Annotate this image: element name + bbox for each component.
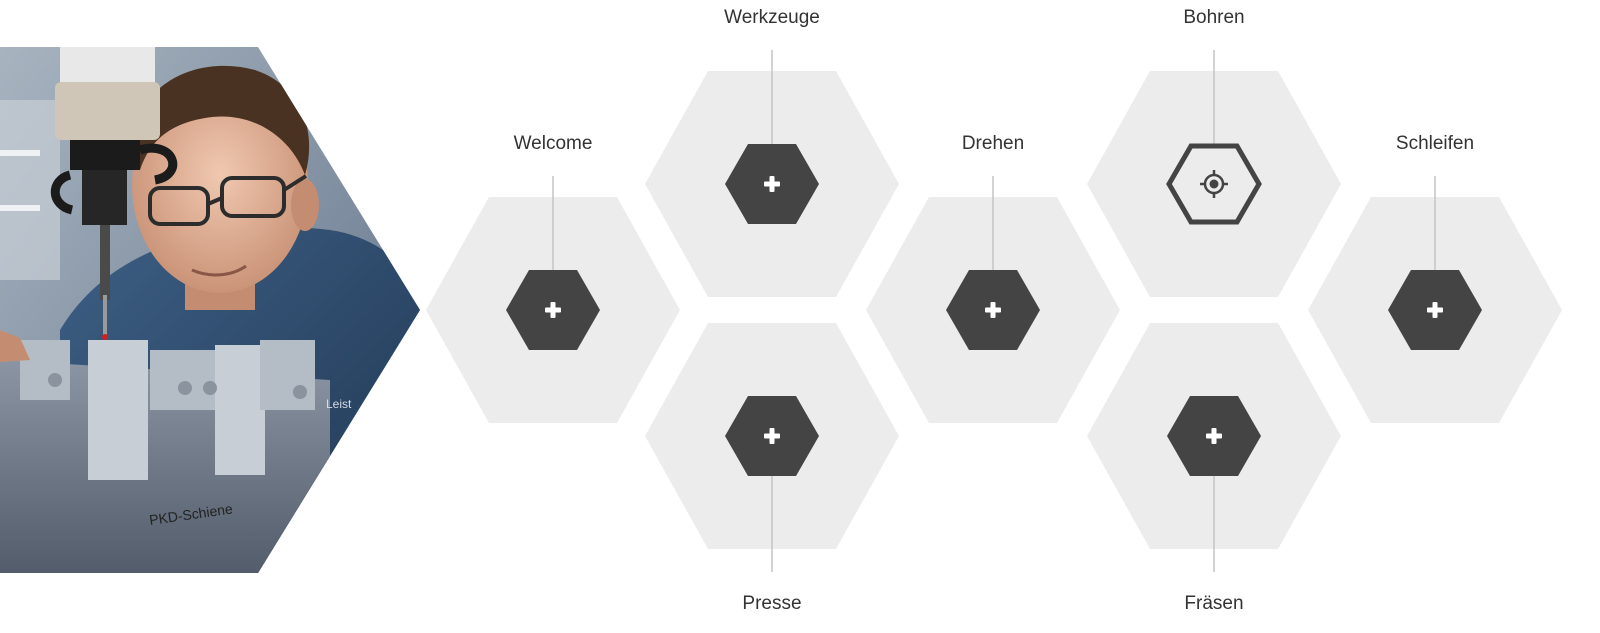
plus-icon [764,428,780,444]
hotspot-button-welcome[interactable] [506,270,600,350]
plus-icon [764,176,780,192]
label-welcome: Welcome [513,133,593,154]
label-drehen: Drehen [961,133,1025,154]
hotspot-button-werkzeuge[interactable] [725,144,819,224]
plus-icon [1427,302,1443,318]
hotspot-button-drehen[interactable] [946,270,1040,350]
label-schleifen: Schleifen [1395,133,1475,154]
hotspot-button-fraesen[interactable] [1167,396,1261,476]
hotspot-button-presse[interactable] [725,396,819,476]
label-bohren: Bohren [1183,7,1245,28]
label-presse: Presse [742,593,802,614]
target-icon [1200,170,1228,198]
shirt-logo-text: Leist [326,397,352,411]
plus-icon [545,302,561,318]
hotspot-button-bohren[interactable] [1166,143,1262,225]
label-fraesen: Fräsen [1184,593,1244,614]
plus-icon [985,302,1001,318]
hero-photo: PKD-Schiene Leist [0,47,420,573]
plus-icon [1206,428,1222,444]
hotspot-button-schleifen[interactable] [1388,270,1482,350]
label-werkzeuge: Werkzeuge [724,7,820,28]
